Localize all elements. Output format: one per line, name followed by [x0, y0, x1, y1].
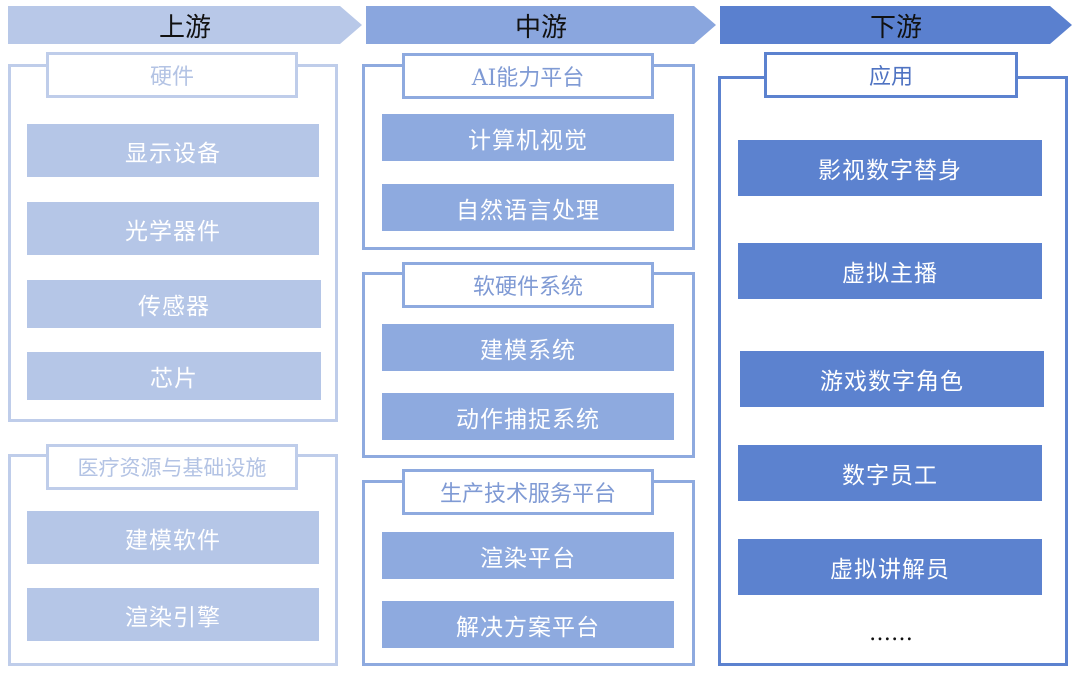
midstream-item: 渲染平台	[382, 532, 674, 579]
upstream-header-label: 上游	[158, 12, 211, 43]
midstream-header: 中游	[366, 6, 716, 44]
midstream-group-systems-title: 软硬件系统	[402, 262, 654, 308]
upstream-group-hardware-title: 硬件	[46, 52, 298, 98]
midstream-item: 建模系统	[382, 324, 674, 371]
upstream-item: 芯片	[27, 352, 321, 400]
midstream-item: 计算机视觉	[382, 114, 674, 161]
upstream-item: 显示设备	[27, 124, 319, 177]
midstream-item: 自然语言处理	[382, 184, 674, 231]
upstream-group-infrastructure-title: 医疗资源与基础设施	[46, 444, 298, 490]
downstream-item: 虚拟讲解员	[738, 539, 1042, 595]
upstream-item: 渲染引擎	[27, 588, 319, 641]
downstream-header-label: 下游	[869, 12, 922, 43]
upstream-item: 建模软件	[27, 511, 319, 564]
midstream-header-label: 中游	[514, 12, 567, 43]
midstream-group-production-title: 生产技术服务平台	[402, 469, 654, 515]
downstream-item: 影视数字替身	[738, 140, 1042, 196]
upstream-item: 传感器	[27, 280, 321, 328]
downstream-header: 下游	[720, 6, 1072, 44]
downstream-group-applications-title: 应用	[764, 52, 1018, 98]
midstream-item: 解决方案平台	[382, 601, 674, 648]
midstream-group-ai-platform-title: AI能力平台	[402, 53, 654, 99]
downstream-item: 虚拟主播	[738, 243, 1042, 299]
downstream-more-ellipsis: ……	[869, 620, 913, 646]
upstream-item: 光学器件	[27, 202, 319, 255]
downstream-item: 数字员工	[738, 445, 1042, 501]
downstream-item: 游戏数字角色	[740, 351, 1044, 407]
upstream-header: 上游	[8, 6, 362, 44]
midstream-item: 动作捕捉系统	[382, 393, 674, 440]
